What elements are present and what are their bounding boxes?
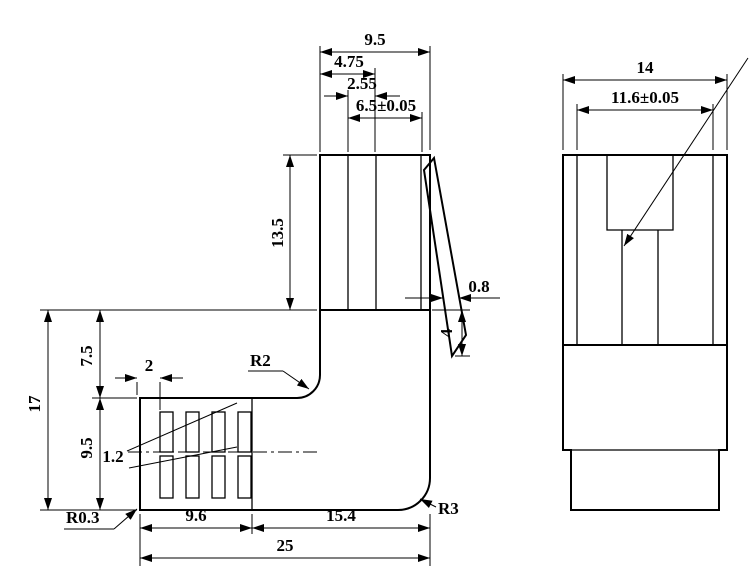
dim-len-total-label: 25 bbox=[277, 536, 294, 555]
dim-front-width-inner-label: 11.6±0.05 bbox=[611, 88, 679, 107]
dim-front-width-total-label: 14 bbox=[637, 58, 655, 77]
dim-height-lower-label: 9.5 bbox=[77, 437, 96, 458]
radius-corner-label: R0.3 bbox=[66, 508, 100, 527]
front-latch-tab bbox=[606, 155, 674, 231]
dim-plug-height bbox=[283, 154, 317, 310]
boot-slot bbox=[237, 455, 252, 499]
boot-slot bbox=[211, 455, 226, 499]
body-outline bbox=[139, 154, 431, 511]
dim-len-body-label: 15.4 bbox=[326, 506, 356, 525]
dim-front-width-total bbox=[562, 74, 728, 150]
radius-outer-label: R3 bbox=[438, 499, 459, 518]
dim-rib-offset-label: 2 bbox=[145, 356, 154, 375]
dim-height-upper-label: 7.5 bbox=[77, 345, 96, 366]
dim-width-step1-label: 4.75 bbox=[334, 52, 364, 71]
dim-width-total-label: 9.5 bbox=[364, 30, 385, 49]
boot-slot bbox=[185, 455, 200, 499]
front-outline bbox=[562, 154, 728, 511]
dim-width-cavity-label: 6.5±0.05 bbox=[356, 96, 416, 115]
dim-front-width-inner bbox=[576, 104, 714, 150]
dim-width-step1 bbox=[320, 68, 376, 152]
dim-latch-height bbox=[432, 309, 470, 357]
rib-leader-line bbox=[128, 446, 238, 469]
dim-width-step2-label: 2.55 bbox=[347, 74, 377, 93]
dim-latch-height-label: 4 bbox=[437, 328, 456, 337]
boot-ribs bbox=[126, 402, 252, 499]
dim-lengths bbox=[139, 514, 431, 566]
side-view: 9.5 4.75 2.55 6.5±0.05 13.5 0.8 bbox=[25, 30, 500, 566]
dim-rib-offset bbox=[115, 374, 183, 410]
dim-heights bbox=[40, 309, 317, 511]
dim-latch-thickness-label: 0.8 bbox=[468, 277, 489, 296]
dim-width-cavity bbox=[348, 112, 423, 152]
rib-leader-line bbox=[126, 402, 238, 452]
dim-len-boot-label: 9.6 bbox=[185, 506, 206, 525]
dim-rib-slot-label: 1.2 bbox=[102, 447, 123, 466]
boot-slot bbox=[211, 411, 226, 453]
radius-inner-leader bbox=[248, 370, 310, 390]
boot-slot bbox=[237, 411, 252, 453]
dim-height-total-label: 17 bbox=[25, 395, 44, 413]
boot-slot bbox=[185, 411, 200, 453]
front-view: 14 11.6±0.05 bbox=[562, 57, 749, 511]
radius-corner-leader bbox=[64, 508, 138, 530]
radius-outer-leader bbox=[419, 498, 437, 508]
boot-slot bbox=[159, 455, 174, 499]
radius-inner-label: R2 bbox=[250, 351, 271, 370]
dim-plug-height-label: 13.5 bbox=[268, 218, 287, 248]
dim-width-total bbox=[319, 46, 431, 152]
callout-leader-line bbox=[623, 57, 749, 247]
